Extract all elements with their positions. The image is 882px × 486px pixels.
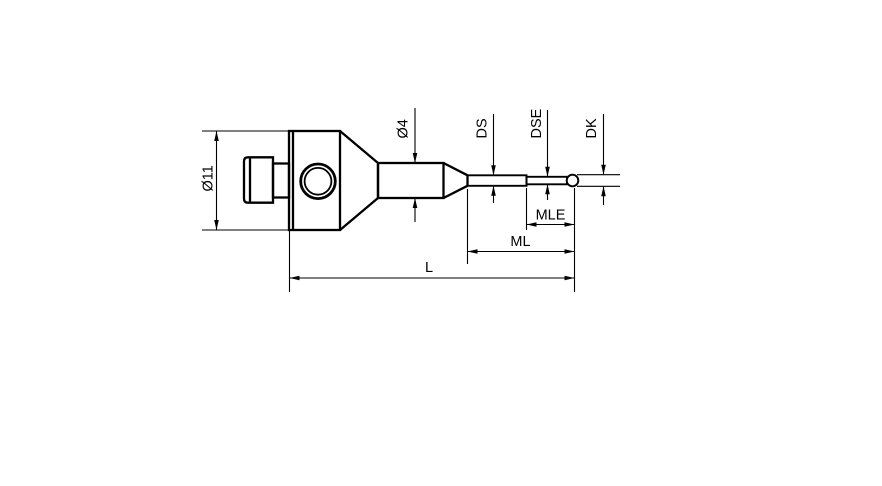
arrow-dk-bottom <box>601 186 606 197</box>
label-overall-length: L <box>425 260 433 276</box>
stylus-shaft <box>466 174 528 187</box>
arrow-ds-top <box>491 165 496 176</box>
shaft-extension <box>525 175 568 186</box>
arrow-l-right <box>564 275 575 281</box>
dimension-arrowheads <box>214 131 606 281</box>
stem-taper <box>442 161 469 200</box>
clamp-hole-outer <box>299 162 337 200</box>
body-neck <box>271 162 291 199</box>
stylus-ball <box>565 173 580 188</box>
body-cone <box>339 130 380 231</box>
label-stylus-extension-diameter: DSE <box>529 108 545 138</box>
clamp-hole-inner <box>303 167 333 196</box>
dim-ml-lines <box>466 189 575 264</box>
dim-l-lines <box>288 230 575 292</box>
label-stylus-shaft-diameter: DS <box>475 118 491 138</box>
arrow-l-left <box>289 275 300 281</box>
arrow-dse-bottom <box>545 184 550 195</box>
label-ball-diameter: DK <box>584 118 600 138</box>
arrow-d11-bottom <box>214 220 219 230</box>
arrow-ml-right <box>564 249 575 254</box>
arrow-ds-bottom <box>491 185 496 196</box>
part-outline <box>242 129 580 232</box>
label-stem-diameter: Ø4 <box>396 119 412 138</box>
arrow-d4-top <box>412 153 418 163</box>
dimension-labels: Ø11 Ø4 DS DSE DK MLE ML L <box>201 108 601 276</box>
arrow-d4-bottom <box>412 198 418 208</box>
thread-knob <box>242 156 275 204</box>
stylus-body <box>287 129 342 232</box>
label-extension-length: MLE <box>536 208 566 224</box>
arrow-ml-left <box>467 249 478 254</box>
arrow-mle-right <box>564 222 575 227</box>
arrow-dse-top <box>545 166 550 177</box>
label-measuring-length: ML <box>510 234 530 250</box>
arrow-mle-left <box>526 222 537 227</box>
label-body-diameter: Ø11 <box>201 165 217 191</box>
arrow-d11-top <box>214 131 219 141</box>
arrow-dk-top <box>601 164 606 175</box>
stem <box>376 161 445 200</box>
